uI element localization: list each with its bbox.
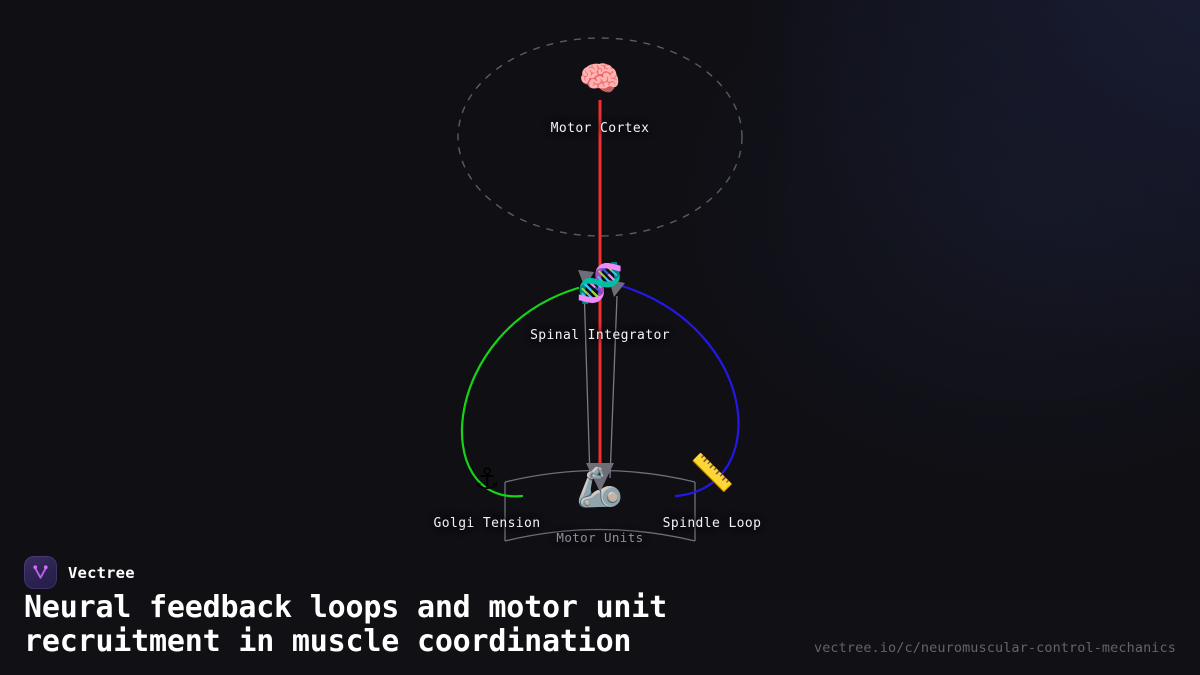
arrowhead-into-motor-units <box>586 463 614 492</box>
node-label-spinal-integrator: Spinal Integrator <box>530 328 670 343</box>
ruler-icon: 📏 <box>689 453 735 494</box>
vectree-glyph <box>33 565 48 579</box>
brand-name: Vectree <box>68 563 135 582</box>
brain-icon: 🧠 <box>578 59 622 99</box>
page-url: vectree.io/c/neuromuscular-control-mecha… <box>813 640 1176 656</box>
vectree-v-logo-icon <box>24 556 57 589</box>
edge-motor-units-to-spinal-left <box>583 285 591 479</box>
anchor-icon: ⚓ <box>476 457 498 498</box>
node-label-golgi-tension: Golgi Tension <box>433 516 541 531</box>
dna-icon: 🧬 <box>576 261 624 305</box>
cortex-region-boundary <box>457 37 743 237</box>
footer-bar: Vectree Neural feedback loops and motor … <box>0 548 1200 675</box>
edge-motor-units-to-spinal-right <box>609 295 618 479</box>
brand-row: Vectree <box>24 556 135 589</box>
edge-spindle-feedback-loop <box>620 284 740 498</box>
node-label-motor-units: Motor Units <box>556 530 644 545</box>
page-title: Neural feedback loops and motor unit rec… <box>24 590 668 659</box>
node-label-spindle-loop: Spindle Loop <box>662 516 762 531</box>
arrowhead-into-spinal-left <box>578 270 594 288</box>
edge-golgi-feedback-loop <box>460 286 580 498</box>
mechanical-arm-icon: 🦾 <box>576 465 624 509</box>
arrowhead-into-spinal-right <box>609 280 625 297</box>
node-label-motor-cortex: Motor Cortex <box>550 121 650 136</box>
